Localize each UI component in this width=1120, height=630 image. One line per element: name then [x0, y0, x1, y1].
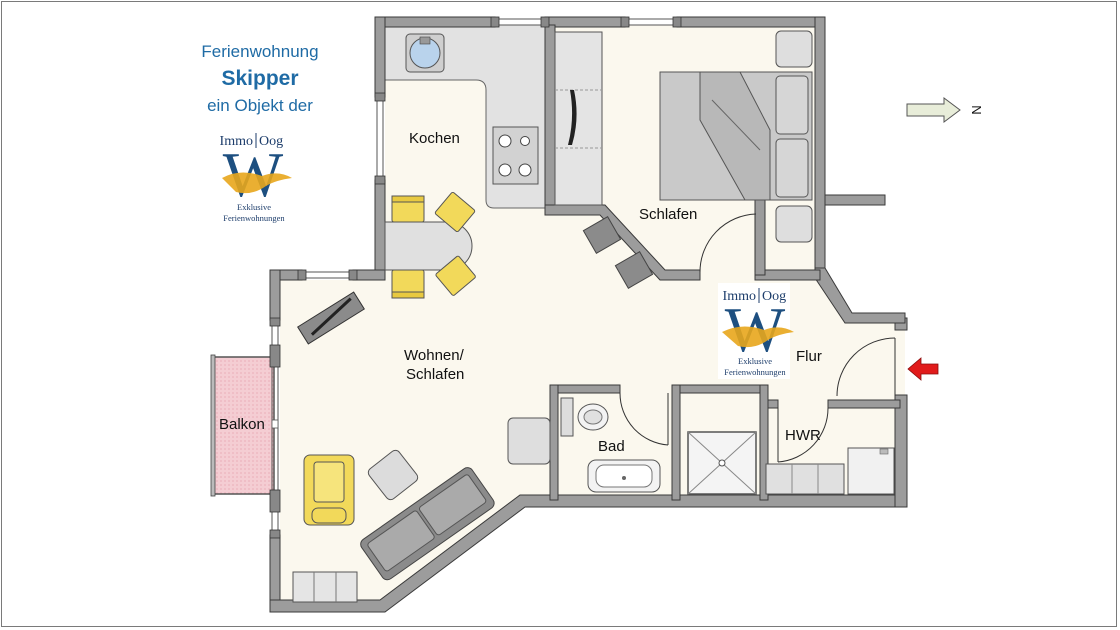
logo-hall-tagline-2: Ferienwohnungen: [724, 367, 786, 377]
armchair: [303, 454, 355, 526]
title-line-ferienwohnung: Ferienwohnung: [201, 42, 319, 61]
yellow-chairs: [391, 191, 476, 299]
title-block: Ferienwohnung Skipper ein Objekt der: [150, 40, 370, 118]
hwr-cabinets: [765, 463, 845, 495]
logo-top-brand-left: Immo: [220, 134, 253, 149]
label-kitchen: Kochen: [409, 130, 460, 147]
bath-door: [619, 392, 669, 446]
stove: [492, 126, 539, 185]
north-arrow-icon: N: [906, 97, 984, 123]
tv: [297, 291, 365, 345]
balcony-door-post: [271, 419, 279, 429]
hwr-door: [777, 407, 829, 463]
logo-hall-brand-left: Immo: [723, 289, 756, 304]
sofa: [360, 467, 495, 581]
label-living-1: Wohnen/: [404, 347, 465, 364]
toilet: [560, 397, 609, 437]
logo-top-brand-right: Oog: [259, 134, 283, 149]
wardrobe: [554, 31, 603, 206]
logo-immooog-top: Immo Oog W Exklusive Ferienwohnungen: [220, 133, 292, 223]
nightstand-top: [775, 30, 813, 68]
shower: [687, 431, 757, 495]
bedroom-stools: [582, 216, 654, 289]
label-hallway: Flur: [796, 348, 822, 365]
shelf: [292, 571, 358, 603]
bedroom-door: [699, 213, 757, 273]
logo-hall-tagline-1: Exklusive: [738, 356, 772, 366]
label-living-2: Schlafen: [406, 366, 464, 383]
label-bedroom: Schlafen: [639, 206, 697, 223]
label-bath: Bad: [598, 438, 625, 455]
balcony-rail-left: [210, 354, 216, 497]
window-posts: [269, 16, 682, 539]
bathtub: [587, 459, 661, 493]
label-balcony: Balkon: [219, 416, 265, 433]
bath-cabinet: [507, 417, 551, 465]
nightstand-bottom: [775, 205, 813, 243]
title-line-skipper: Skipper: [221, 67, 299, 90]
washing-machine: [847, 447, 895, 495]
title-line-objekt: ein Objekt der: [207, 96, 313, 115]
double-bed: [659, 71, 813, 201]
logo-hall-brand-right: Oog: [762, 289, 786, 304]
logo-top-tagline-1: Exklusive: [237, 202, 271, 212]
side-table: [367, 449, 419, 501]
logo-top-tagline-2: Ferienwohnungen: [223, 213, 285, 223]
entrance-arrow-icon: [907, 357, 939, 381]
logo-immooog-hallway: Immo Oog W Exklusive Ferienwohnungen: [718, 283, 794, 379]
entrance-door: [836, 337, 896, 397]
north-label: N: [969, 105, 984, 114]
sink: [405, 33, 445, 73]
label-utility: HWR: [785, 427, 821, 444]
